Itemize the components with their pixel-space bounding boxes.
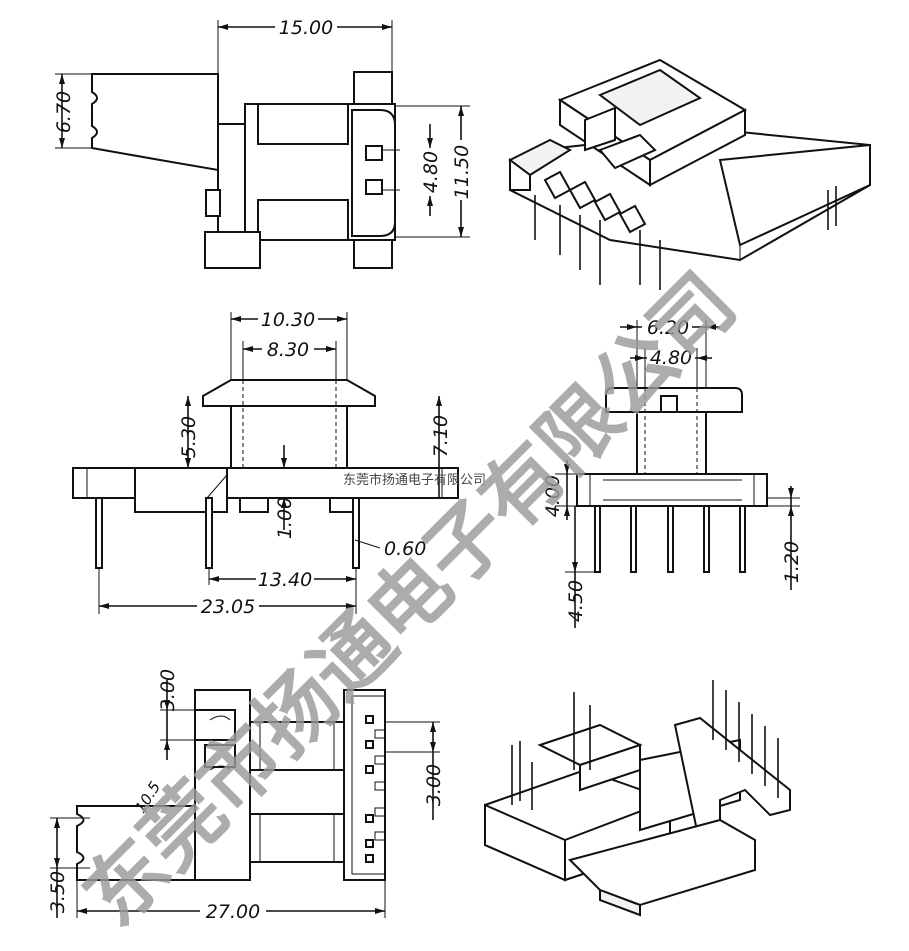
front-flange-dim: 5.30: [178, 416, 200, 458]
front-top-inner-dim: 8.30: [267, 339, 309, 361]
side-outer-dim: 6.20: [647, 317, 689, 339]
bottom-pitch-b-dim: 3.00: [423, 764, 445, 806]
side-height-dim: 4.00: [542, 475, 564, 517]
side-standoff-dim: 1.20: [781, 541, 803, 583]
bottom-length-dim: 27.00: [206, 901, 260, 923]
side-inner-dim: 4.80: [650, 347, 692, 369]
front-pin-dia-dim: 0.60: [384, 538, 426, 560]
top-width-dim: 15.00: [279, 17, 333, 39]
front-view: 10.30 8.30 5.30 7.10: [72, 307, 459, 618]
bottom-pitch-a-dim: 3.00: [157, 669, 179, 711]
top-left-height-dim: 6.70: [53, 91, 75, 133]
front-base-dim: 1.00: [274, 497, 296, 539]
front-overall-dim: 23.05: [201, 596, 255, 618]
front-height-dim: 7.10: [430, 415, 452, 457]
watermark-small: 东莞市扬通电子有限公司: [343, 472, 486, 488]
side-pin-len-dim: 4.50: [565, 580, 587, 622]
bottom-view: 3.00 10.5 3.00 3.50 27.00: [47, 669, 445, 923]
iso-view-bottom: [484, 680, 791, 917]
side-view: 6.20 4.80 4.00 4.50: [542, 317, 803, 628]
front-top-outer-dim: 10.30: [261, 309, 315, 331]
bottom-pin-row-dim: 3.50: [47, 871, 69, 913]
top-inner-dim: 4.80: [420, 151, 442, 193]
top-height-dim: 11.50: [451, 145, 473, 199]
top-view: 15.00 6.70 11.50: [53, 14, 476, 269]
iso-view-top: [508, 58, 871, 290]
front-pin-span-dim: 13.40: [258, 569, 312, 591]
